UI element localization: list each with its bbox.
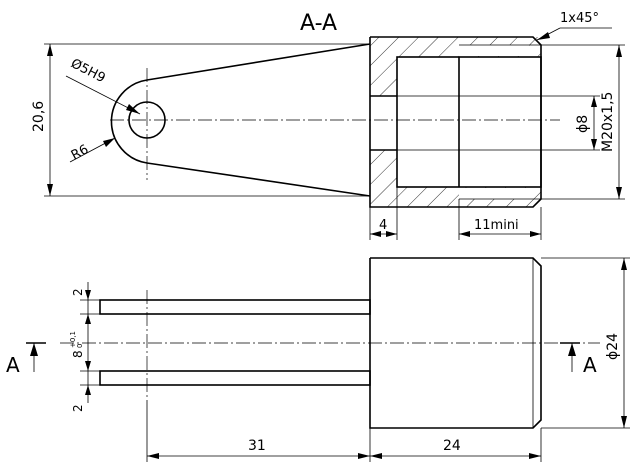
bore-hole-leader — [65, 75, 141, 115]
body-diameter-label: ϕ24 — [605, 333, 621, 360]
bore-hole-label: Ø5H9 — [68, 56, 107, 86]
bore-diameter-label: ϕ8 — [575, 115, 591, 133]
shoulder-label: 4 — [379, 218, 387, 233]
body-diameter-dimension — [541, 257, 630, 429]
height-dimension — [44, 43, 370, 197]
tabs — [99, 299, 371, 386]
section-hatching — [370, 37, 541, 207]
length-dimensions — [146, 400, 542, 462]
thread-length-label: 11mini — [474, 218, 519, 233]
tab-length-label: 31 — [248, 438, 266, 454]
chamfer-label: 1x45° — [560, 11, 599, 26]
tab-bottom-label: 2 — [71, 404, 85, 412]
section-mark-left — [26, 342, 46, 372]
shoulder-dimension — [369, 187, 398, 240]
height-label: 20,6 — [31, 101, 47, 132]
center-lines — [110, 68, 560, 180]
thread-label: M20x1,5 — [600, 92, 616, 152]
thread-length-dimension — [458, 199, 542, 240]
bore-diameter-dimension — [397, 95, 600, 151]
radius-label: R6 — [69, 142, 91, 163]
section-mark-right — [560, 342, 580, 372]
thread-dimension — [541, 44, 625, 200]
tab-gap-label: 8 — [71, 350, 85, 358]
section-title: A-A — [300, 11, 337, 36]
bottom-center-lines — [60, 290, 600, 400]
tab-gap-tol-lower: 0 — [76, 344, 84, 348]
tab-top-label: 2 — [71, 288, 85, 296]
section-mark-left-label: A — [6, 353, 20, 377]
radius-leader — [69, 137, 116, 163]
body-length-label: 24 — [443, 438, 461, 454]
tab-dimensions — [80, 282, 100, 403]
section-mark-right-label: A — [583, 353, 597, 377]
tab-gap-tol-upper: +0,1 — [69, 331, 77, 348]
chamfer-leader — [536, 27, 612, 41]
